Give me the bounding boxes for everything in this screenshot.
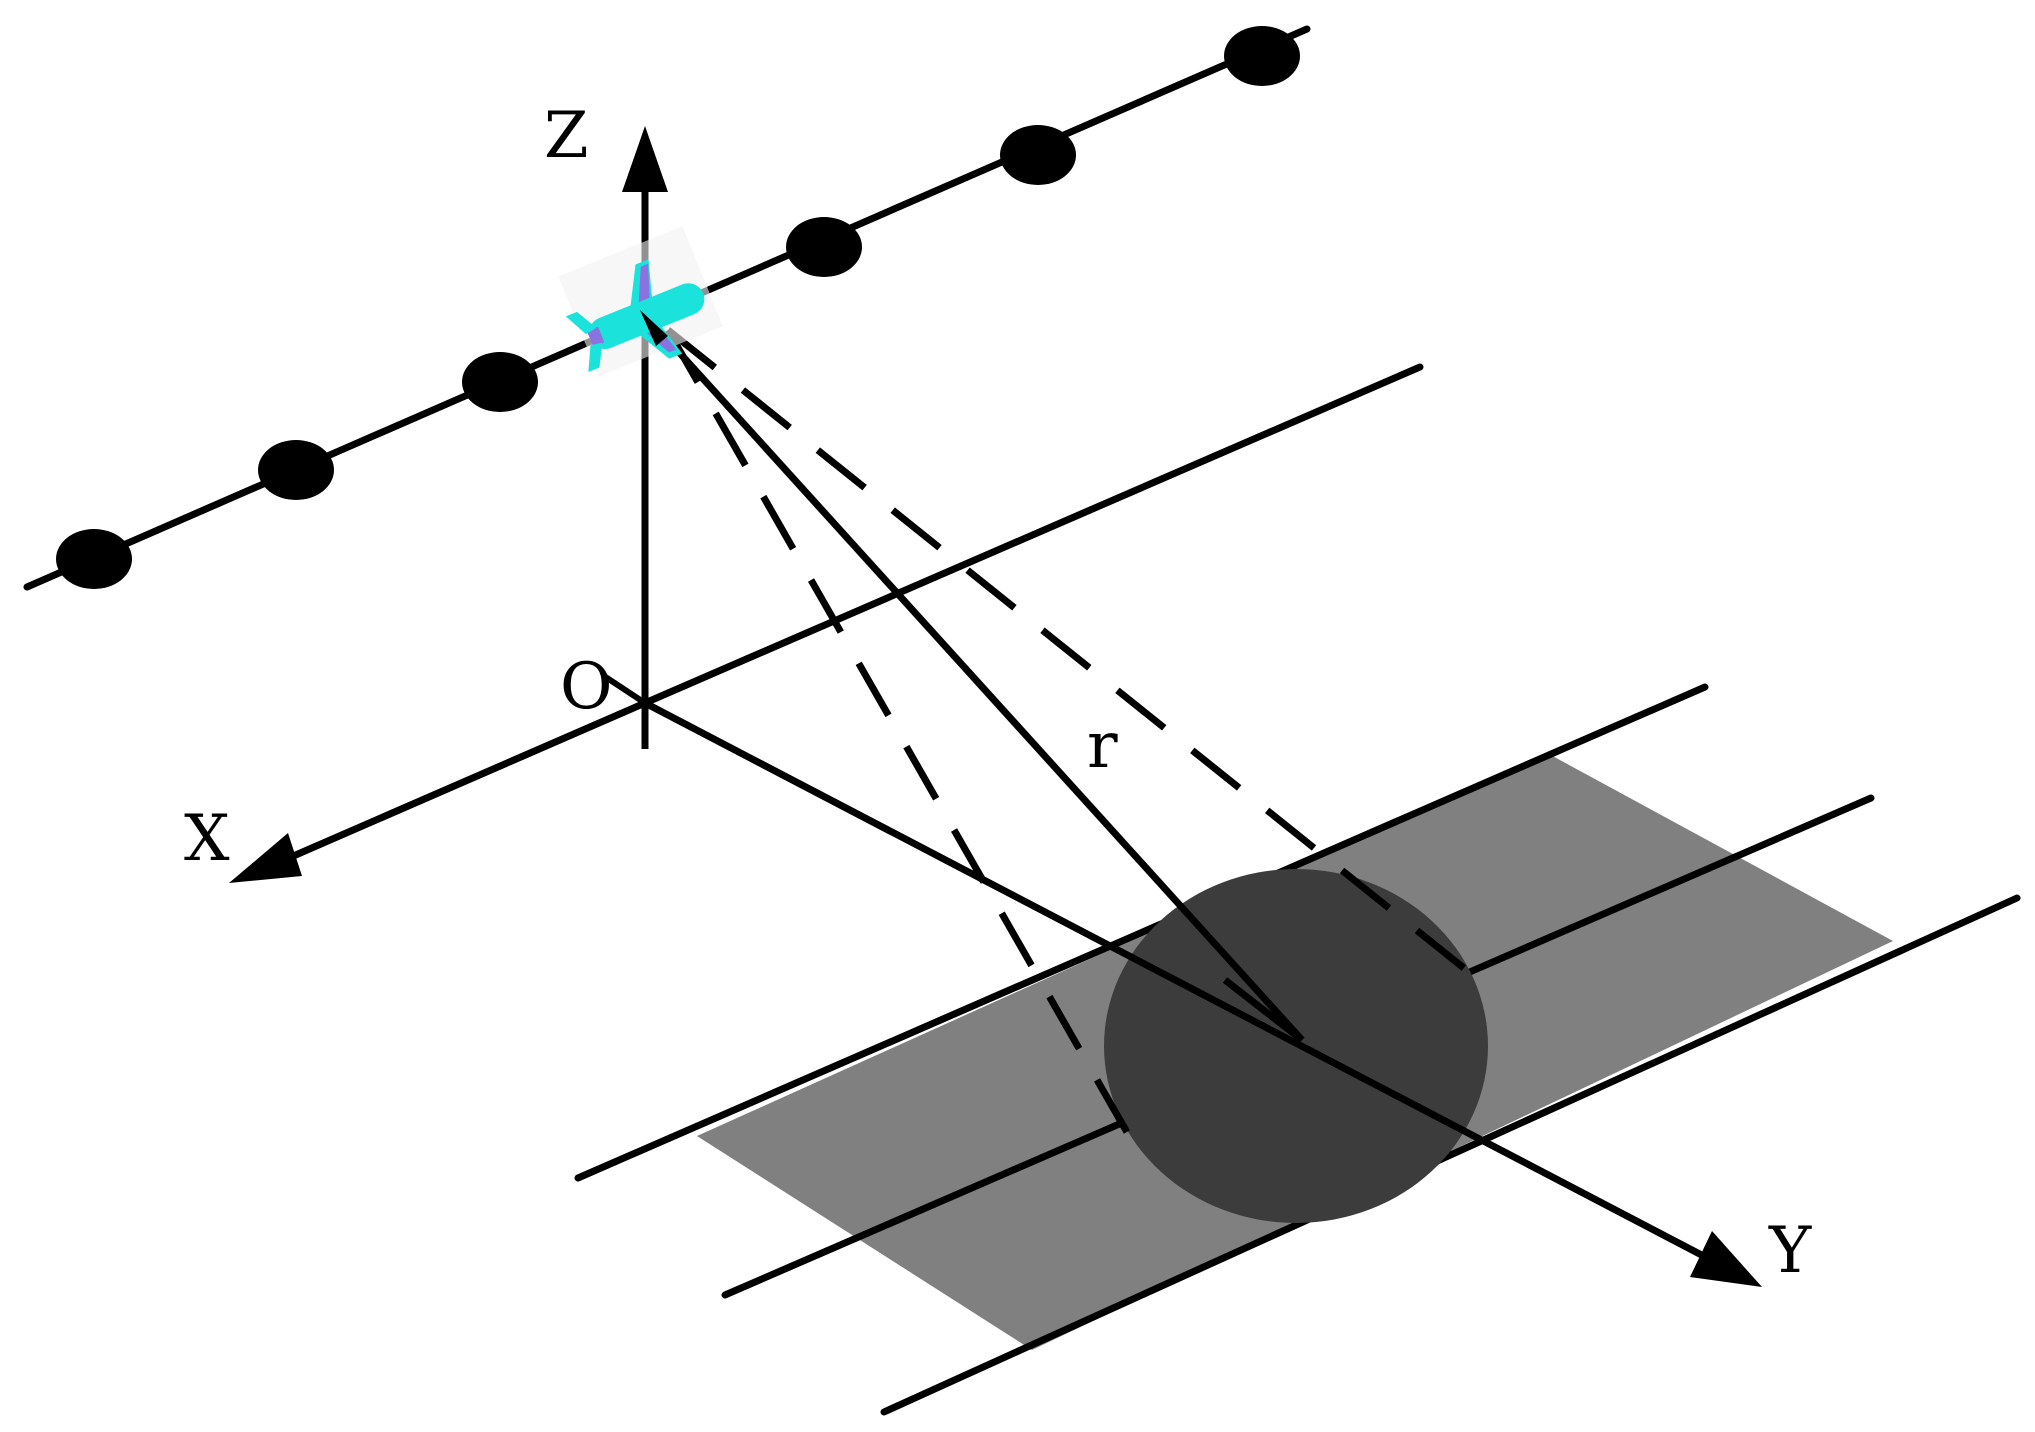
z-axis-arrowhead [622,126,668,192]
slant-range-footprint-edge [1222,977,1305,1043]
antenna-position-dot [1000,125,1076,185]
beam-edge-near [664,328,1140,1150]
range-label: r [1087,709,1118,783]
airplane-icon [558,226,723,377]
x-axis-tail [602,673,647,706]
y-axis-label: Y [1768,1214,1812,1288]
reference-line [641,363,1424,707]
z-axis-label: Z [544,99,588,173]
ground-line-3 [880,894,2021,1416]
antenna-position-dot [462,352,538,412]
x-axis-arrowhead [229,833,302,883]
slant-range-arrowhead [640,310,668,346]
ground-line-1 [574,683,1709,1182]
y-axis-arrowhead [1690,1231,1762,1287]
beam-edge-far [665,327,1478,980]
slant-range-line [645,315,1305,1043]
origin-label: O [560,650,612,724]
antenna-position-dot [786,217,862,277]
x-axis-label: X [184,802,230,876]
antenna-position-dot [258,440,334,500]
beam-edges [664,327,1478,1150]
x-axis [273,699,647,868]
y-axis [643,699,1717,1266]
antenna-position-dot [56,529,132,589]
antenna-position-dot [1224,26,1300,86]
